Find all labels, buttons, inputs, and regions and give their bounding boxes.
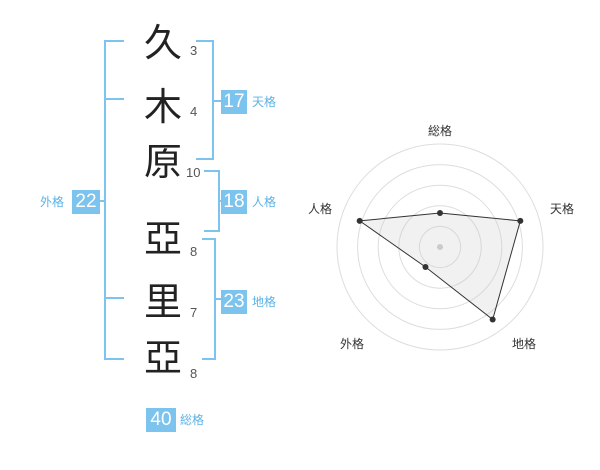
radar-point-soukaku xyxy=(437,210,443,217)
radar-ring xyxy=(357,164,523,330)
tenkaku-badge: 17 xyxy=(221,90,247,114)
stroke-count-5: 7 xyxy=(190,305,198,320)
soukaku-label: 総格 xyxy=(180,413,205,427)
gaikaku-bracket-tick xyxy=(104,297,124,299)
radar-ring xyxy=(336,143,544,351)
name-char-2: 木 xyxy=(143,85,182,129)
radar-rings xyxy=(336,143,544,351)
jinkaku-badge: 18 xyxy=(221,190,247,214)
radar-label-chikaku: 地格 xyxy=(512,337,537,351)
name-char-6: 亞 xyxy=(143,336,182,380)
radar-point-chikaku xyxy=(489,316,496,323)
chikaku-bracket-connector xyxy=(214,298,222,300)
jinkaku-bracket-connector xyxy=(218,200,222,202)
radar-label-gaikaku: 外格 xyxy=(340,337,365,351)
radar-label-soukaku: 総格 xyxy=(428,124,453,138)
radar-ring xyxy=(418,225,462,269)
gaikaku-label: 外格 xyxy=(40,195,65,209)
stroke-count-3: 10 xyxy=(186,165,201,180)
tenkaku-label: 天格 xyxy=(252,95,277,109)
stroke-count-2: 4 xyxy=(190,104,198,119)
gaikaku-badge: 22 xyxy=(72,190,100,214)
name-char-4: 亞 xyxy=(143,217,182,261)
stroke-count-6: 8 xyxy=(190,366,198,381)
radar-score-polygon xyxy=(358,212,521,321)
radar-ring xyxy=(398,205,482,289)
chikaku-label: 地格 xyxy=(252,295,277,309)
gaikaku-bracket-connector xyxy=(98,200,106,202)
radar-point-jinkaku xyxy=(356,217,363,224)
radar-label-jinkaku: 人格 xyxy=(308,202,333,216)
radar-label-tenkaku: 天格 xyxy=(550,202,575,216)
jinkaku-label: 人格 xyxy=(252,195,277,209)
name-char-5: 里 xyxy=(143,280,182,324)
name-char-3: 原 xyxy=(143,140,182,184)
stroke-count-1: 3 xyxy=(190,43,198,58)
tenkaku-bracket-connector xyxy=(212,100,222,102)
radar-ring xyxy=(377,184,503,310)
radar-point-tenkaku xyxy=(517,217,524,224)
chikaku-badge: 23 xyxy=(221,290,247,314)
name-char-1: 久 xyxy=(143,21,182,65)
soukaku-badge: 40 xyxy=(146,408,176,432)
radar-center xyxy=(437,244,443,250)
gaikaku-bracket-tick xyxy=(104,98,124,100)
radar-point-gaikaku xyxy=(422,263,429,270)
stroke-count-4: 8 xyxy=(190,244,198,259)
